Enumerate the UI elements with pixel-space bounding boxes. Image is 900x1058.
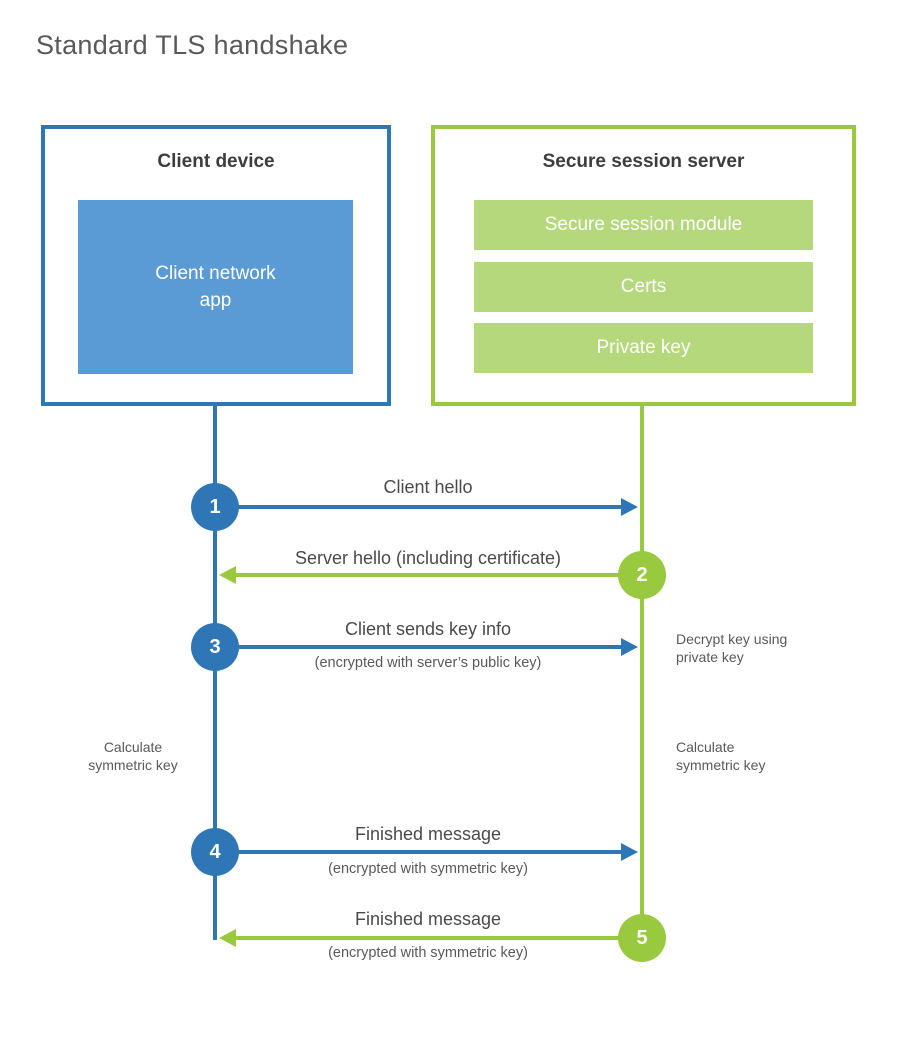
server-module-private-key: Private key <box>474 323 813 373</box>
message-5-arrow <box>236 936 640 940</box>
message-2-arrow <box>236 573 640 577</box>
step-circle-5: 5 <box>618 914 666 962</box>
note-calc-left-line2: symmetric key <box>88 756 178 773</box>
message-4-subtext: (encrypted with symmetric key) <box>328 861 528 877</box>
message-3-arrow <box>217 645 621 649</box>
server-module-secure-session: Secure session module <box>474 200 813 250</box>
client-app-label-line2: app <box>199 290 232 311</box>
server-module-certs: Certs <box>474 262 813 312</box>
server-title: Secure session server <box>542 151 745 172</box>
message-3-subtext: (encrypted with server’s public key) <box>314 655 542 671</box>
page-title: Standard TLS handshake <box>36 30 349 60</box>
client-lifeline <box>213 406 217 940</box>
client-app-label-line1: Client network <box>155 263 276 284</box>
message-4-label: Finished message <box>354 824 502 844</box>
client-device-box: Client device Client network app <box>41 125 391 406</box>
message-4-arrow <box>217 850 621 854</box>
step-circle-4: 4 <box>191 828 239 876</box>
message-3-arrowhead-icon <box>621 638 638 656</box>
note-calculate-symmetric-key-client: Calculate symmetric key <box>75 739 191 774</box>
message-1-arrowhead-icon <box>621 498 638 516</box>
message-1-arrow <box>217 505 621 509</box>
step-circle-2: 2 <box>618 551 666 599</box>
step-circle-1: 1 <box>191 483 239 531</box>
message-5-label: Finished message <box>354 909 502 929</box>
note-decrypt-line2: private key <box>676 648 744 665</box>
message-4-arrowhead-icon <box>621 843 638 861</box>
note-decrypt-line1: Decrypt key using <box>676 631 788 647</box>
note-calculate-symmetric-key-server: Calculate symmetric key <box>676 739 765 774</box>
server-lifeline <box>640 406 644 940</box>
message-2-label: Server hello (including certificate) <box>294 548 562 568</box>
message-2-arrowhead-icon <box>219 566 236 584</box>
client-network-app-block: Client network app <box>78 200 353 374</box>
message-5-subtext: (encrypted with symmetric key) <box>328 945 528 961</box>
secure-session-server-box: Secure session server Secure session mod… <box>431 125 856 406</box>
note-calc-left-line1: Calculate <box>103 739 163 755</box>
step-circle-3: 3 <box>191 623 239 671</box>
message-5-arrowhead-icon <box>219 929 236 947</box>
message-1-label: Client hello <box>383 477 473 497</box>
message-3-label: Client sends key info <box>344 619 512 639</box>
note-calc-right-line1: Calculate <box>676 739 735 755</box>
note-calc-right-line2: symmetric key <box>676 756 766 773</box>
note-decrypt-key: Decrypt key using private key <box>676 631 787 666</box>
client-device-title: Client device <box>157 151 275 172</box>
